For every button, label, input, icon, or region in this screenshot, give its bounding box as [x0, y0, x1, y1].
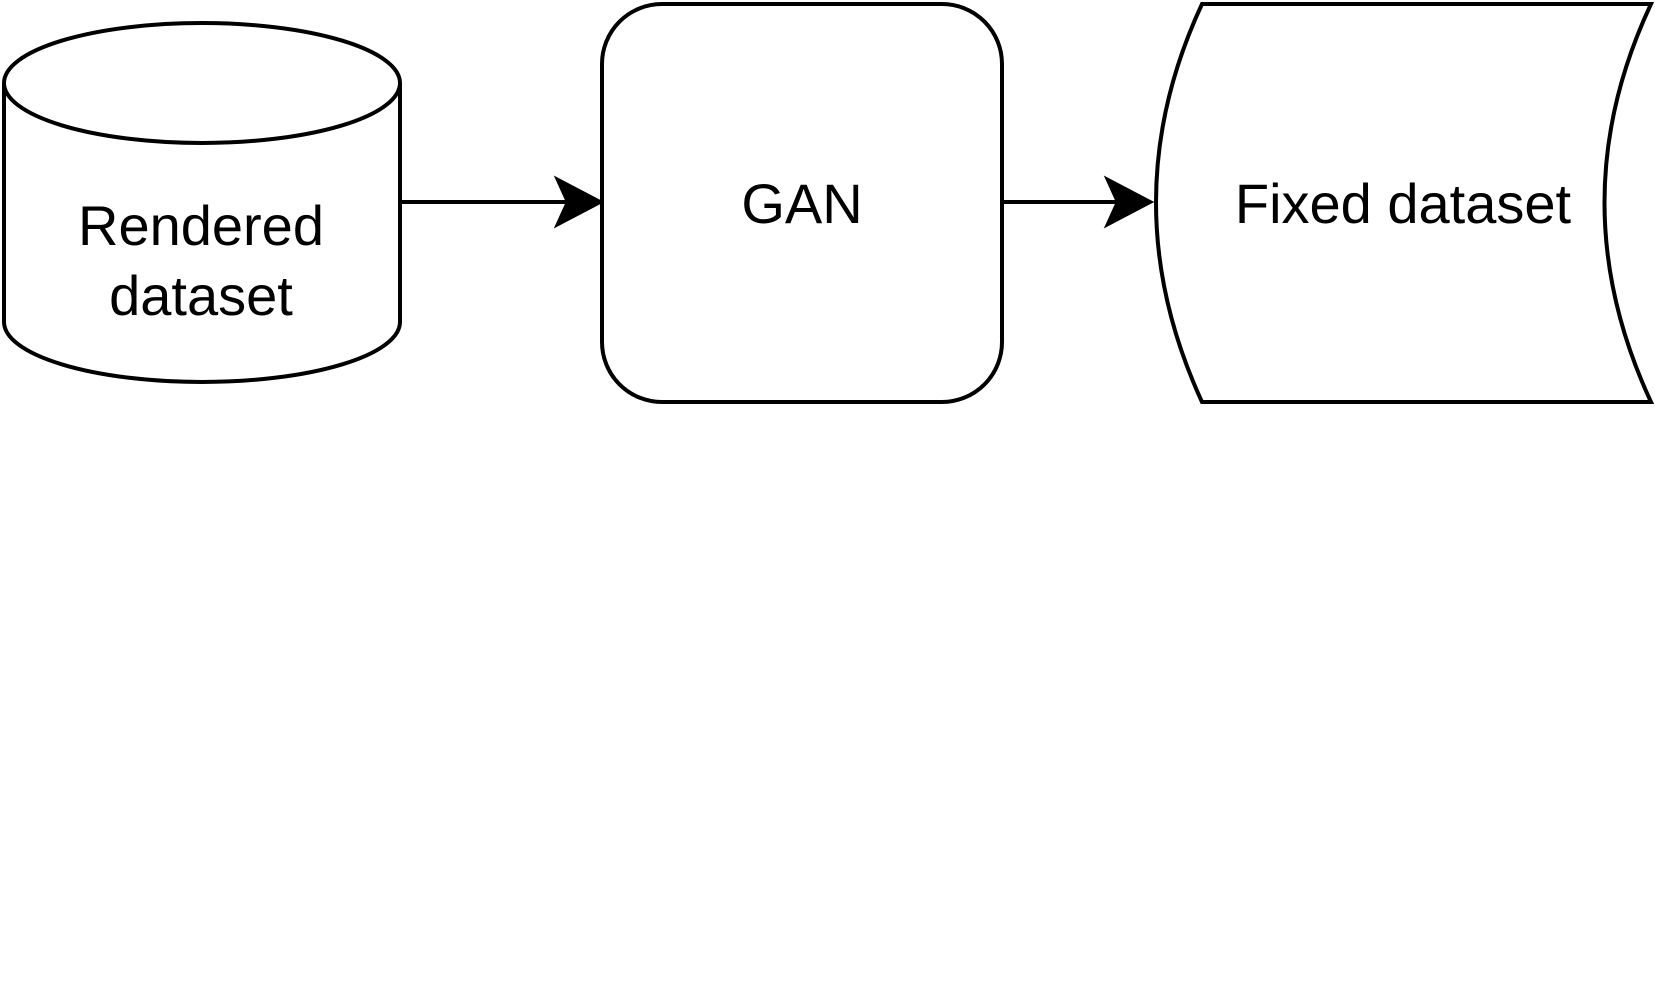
arrowhead-icon [553, 175, 605, 229]
edge-rendered-to-gan [402, 175, 605, 229]
arrowhead-icon [1103, 175, 1155, 229]
rendered-dataset-label-line2: dataset [109, 264, 293, 327]
gan-rect [600, 2, 1004, 404]
node-gan[interactable]: GAN [600, 2, 1004, 404]
fixed-dataset-label: Fixed dataset [1235, 172, 1572, 235]
stored-data-shape [1154, 1, 1655, 404]
node-fixed-dataset[interactable]: Fixed dataset [1154, 1, 1655, 404]
rendered-dataset-label-line1: Rendered [78, 194, 324, 257]
node-rendered-dataset[interactable]: Rendered dataset [2, 21, 402, 384]
cylinder-shape [2, 21, 402, 384]
gan-label: GAN [741, 172, 862, 235]
cylinder-top-rim [2, 82, 402, 145]
edge-gan-to-fixed [1004, 175, 1155, 229]
